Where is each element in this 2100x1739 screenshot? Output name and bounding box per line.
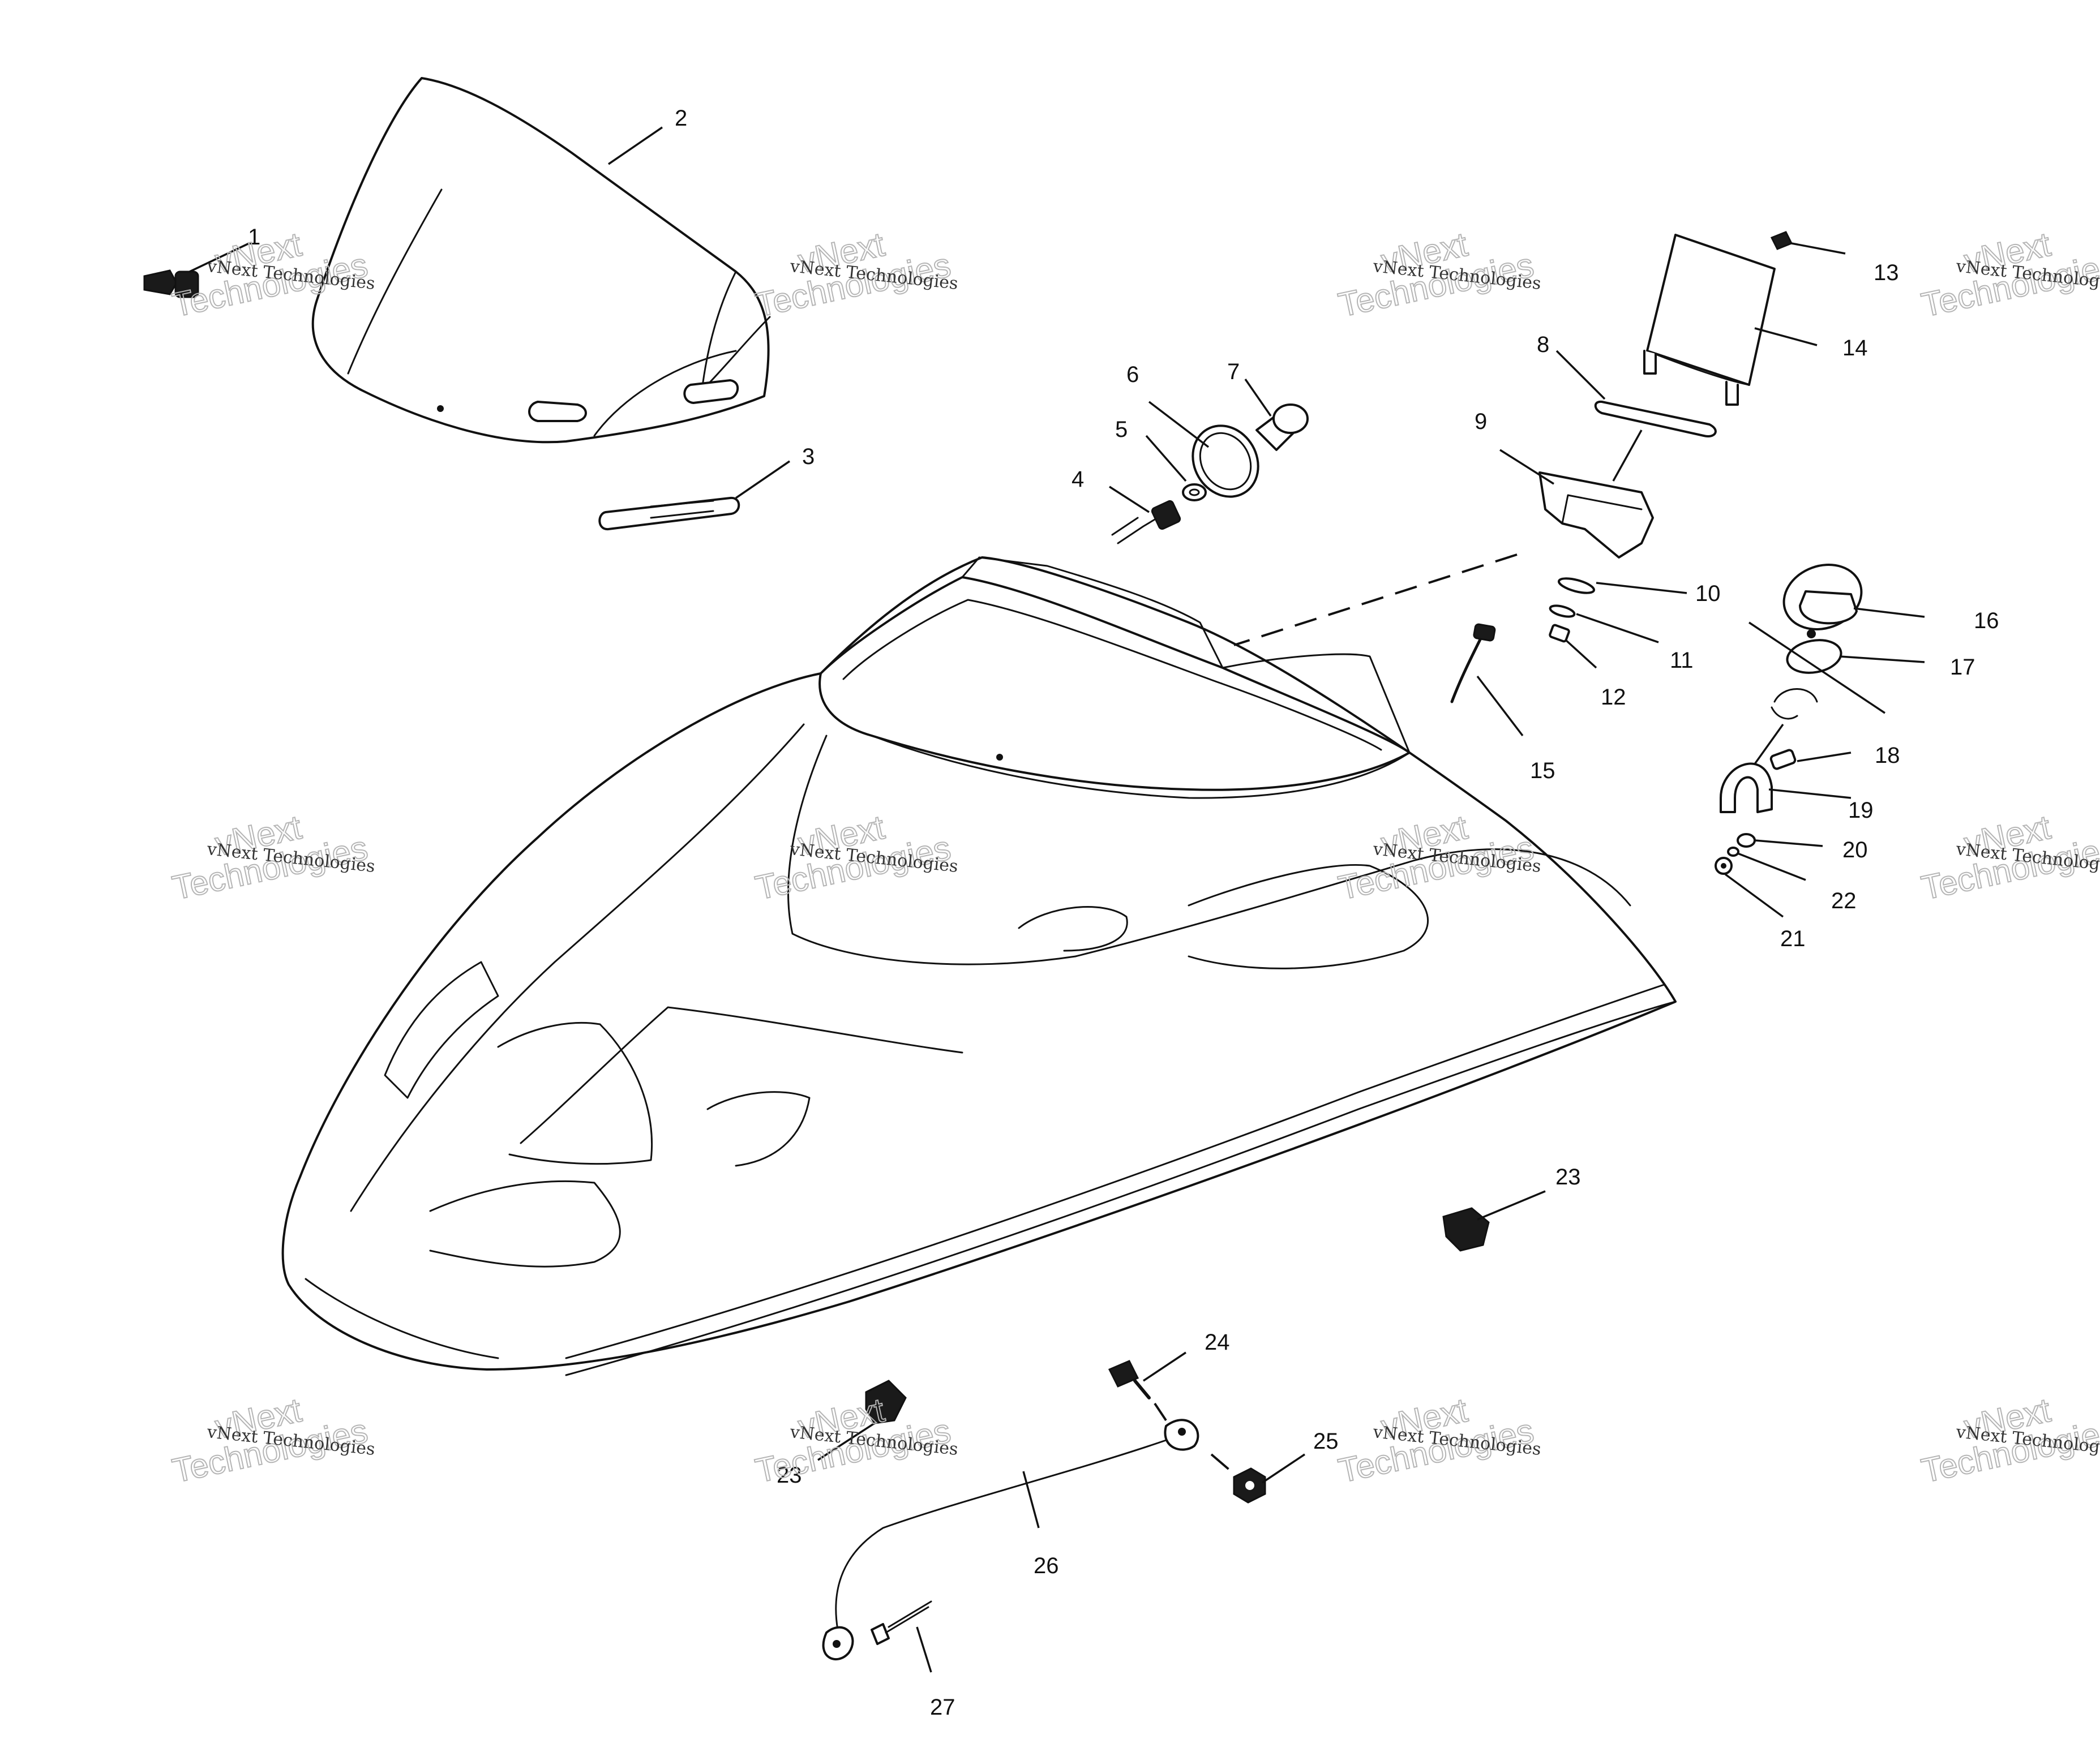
hood-body xyxy=(281,556,1677,1376)
nut-25 xyxy=(1233,1467,1266,1504)
callout-12: 12 xyxy=(1601,685,1626,710)
washer-5 xyxy=(1182,483,1207,501)
o-ring-10 xyxy=(1557,577,1596,594)
o-ring-11 xyxy=(1549,604,1576,618)
gauge-housing-14 xyxy=(1643,234,1776,406)
fastener-23-right xyxy=(1442,1207,1490,1252)
switch-7 xyxy=(1255,403,1309,451)
callout-13: 13 xyxy=(1874,260,1899,285)
callout-15: 15 xyxy=(1530,758,1555,783)
watermark: vNext Technologies xyxy=(169,225,372,325)
callout-1: 1 xyxy=(248,225,260,250)
pop-rivet-27 xyxy=(871,1600,932,1645)
windshield xyxy=(311,77,771,444)
callout-21: 21 xyxy=(1780,926,1806,951)
callout-17: 17 xyxy=(1950,655,1975,680)
spacer-18 xyxy=(1769,749,1797,770)
callout-24: 24 xyxy=(1205,1330,1230,1355)
connector-4 xyxy=(1111,500,1181,544)
cable-15 xyxy=(1450,623,1496,703)
callout-22: 22 xyxy=(1831,888,1857,913)
tether-cable-26 xyxy=(822,1419,1199,1661)
callout-4: 4 xyxy=(1072,467,1084,492)
callout-7: 7 xyxy=(1227,359,1240,384)
lamp-bulb xyxy=(1771,688,1818,720)
callout-18: 18 xyxy=(1875,743,1900,768)
callout-19: 19 xyxy=(1848,798,1874,823)
callout-10: 10 xyxy=(1695,581,1721,606)
callout-23-right: 23 xyxy=(1555,1165,1581,1190)
strap-3 xyxy=(598,496,740,531)
callout-20: 20 xyxy=(1842,838,1868,862)
callout-26: 26 xyxy=(1034,1553,1059,1578)
bracket-9 xyxy=(1538,471,1654,559)
push-rivet-1 xyxy=(143,269,199,298)
bolt-24 xyxy=(1108,1360,1151,1399)
callout-labels: 1 2 3 4 5 6 7 8 9 10 11 12 13 14 15 16 1… xyxy=(248,106,1999,1720)
leader-lines xyxy=(189,126,1925,1673)
clip-19 xyxy=(1720,762,1773,813)
callout-5: 5 xyxy=(1115,417,1128,442)
callout-11: 11 xyxy=(1670,648,1694,673)
callout-2: 2 xyxy=(675,106,687,131)
washer-20 xyxy=(1737,833,1756,848)
gasket-8 xyxy=(1594,400,1717,437)
callout-9: 9 xyxy=(1475,409,1487,434)
screw-13 xyxy=(1770,231,1793,250)
callout-6: 6 xyxy=(1126,362,1139,387)
nut-21 xyxy=(1715,857,1733,875)
assembly-lines xyxy=(1154,430,1885,1472)
washer-22 xyxy=(1727,847,1739,857)
ring-6 xyxy=(1192,424,1259,498)
fastener-23-left xyxy=(865,1380,907,1424)
callout-14: 14 xyxy=(1842,336,1868,360)
callout-25: 25 xyxy=(1313,1429,1339,1454)
callout-27: 27 xyxy=(930,1695,955,1720)
nut-12 xyxy=(1549,624,1570,643)
ring-17 xyxy=(1786,639,1842,674)
gauge-16 xyxy=(1782,564,1863,638)
callout-8: 8 xyxy=(1537,332,1549,357)
callout-23-left: 23 xyxy=(777,1463,802,1488)
callout-16: 16 xyxy=(1974,608,1999,633)
callout-3: 3 xyxy=(802,444,815,469)
